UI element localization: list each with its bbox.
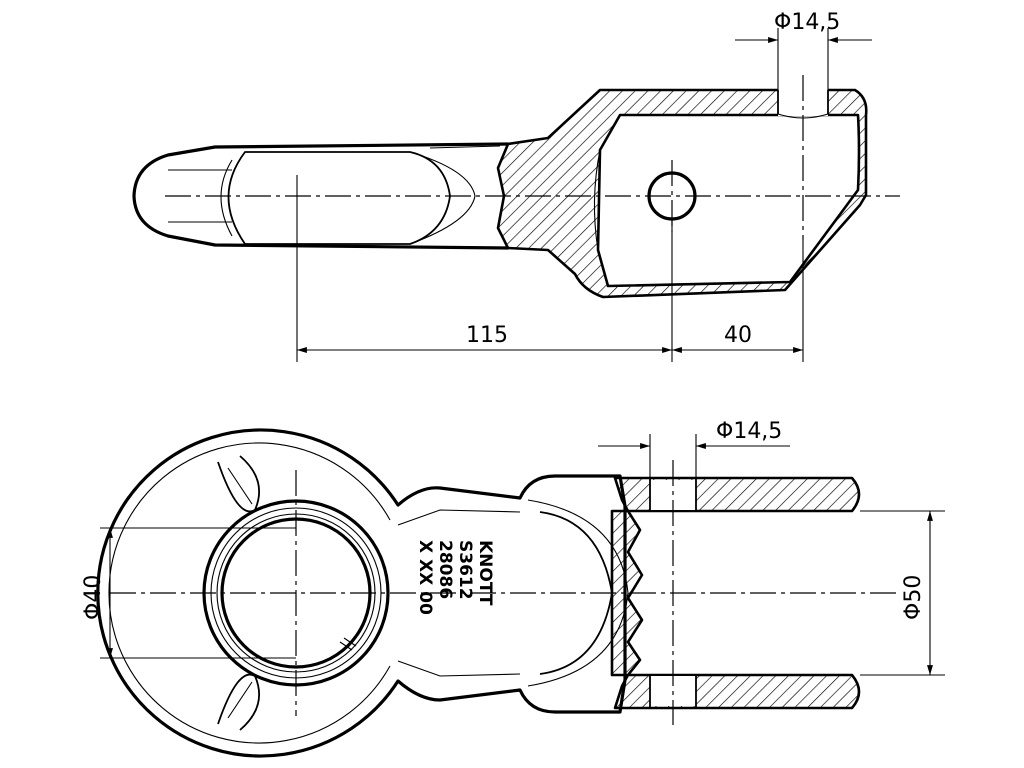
marking-line-3: 28086 [435, 540, 455, 599]
plan-view-fork-break [610, 509, 644, 677]
dim-text-eye: Φ40 [81, 575, 106, 620]
side-view-shank-outline [132, 142, 510, 250]
marking-line-2: S3612 [455, 540, 475, 600]
plan-view-eye-outline [96, 428, 627, 758]
side-view-head-cavity [596, 113, 861, 288]
plan-view: Φ14,5 Φ40 Φ50 KNOTT S3612 28086 X XX 00 [81, 419, 945, 758]
dim-text-fork: Φ50 [901, 575, 926, 620]
dim-text-115: 115 [466, 323, 508, 348]
side-view-shank-oval [227, 151, 451, 245]
dim-text-hole-bottom: Φ14,5 [716, 419, 782, 444]
dim-text-hole-top: Φ14,5 [774, 10, 840, 35]
marking-line-1: KNOTT [475, 540, 495, 606]
dim-text-40: 40 [724, 323, 752, 348]
side-view: Φ14,5 115 40 [132, 10, 900, 362]
part-marking: KNOTT S3612 28086 X XX 00 [415, 540, 495, 615]
marking-line-4: X XX 00 [415, 540, 435, 615]
